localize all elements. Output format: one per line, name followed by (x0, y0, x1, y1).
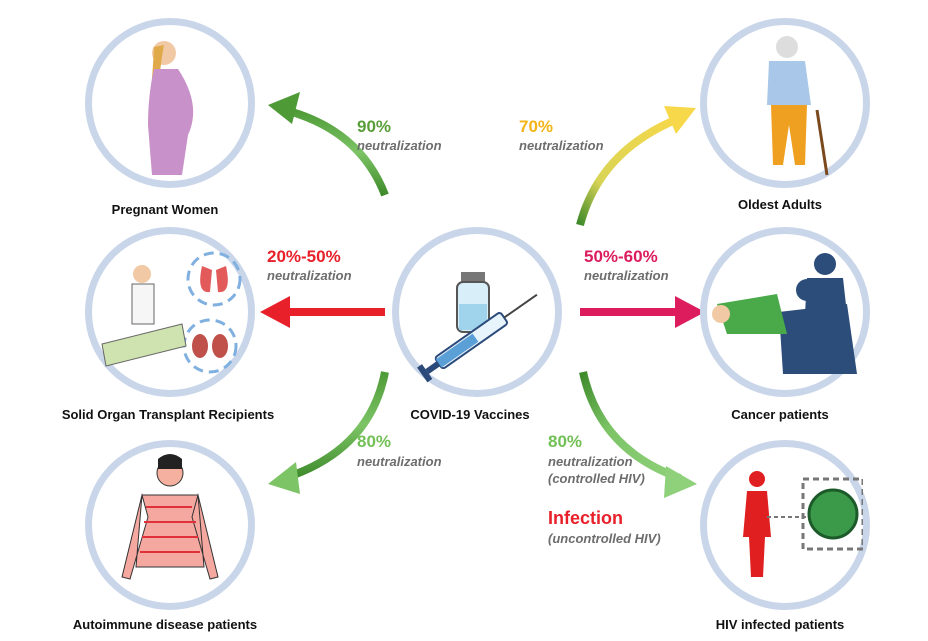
cancer-circle (700, 227, 870, 397)
oldest-label: Oldest Adults (737, 197, 823, 212)
hiv-value: 80% (548, 432, 583, 451)
pregnant-value: 90% (357, 117, 392, 136)
oldest-circle (700, 18, 870, 188)
arrow-to-oldest (576, 106, 696, 227)
transplant-note: neutralization (267, 268, 352, 283)
hiv-note: neutralization (548, 454, 633, 469)
hiv-label: HIV infected patients (715, 617, 845, 632)
elderly-person-icon (767, 36, 829, 176)
oldest-value: 70% (519, 117, 554, 136)
vaccine-label: COVID-19 Vaccines (410, 407, 530, 422)
hiv-note-uncontrolled: (uncontrolled HIV) (548, 531, 661, 546)
organ-transplant-icon (101, 251, 242, 374)
arrow-to-cancer (580, 296, 705, 328)
autoimmune-value: 80% (357, 432, 392, 451)
pregnant-woman-icon (148, 41, 194, 175)
pregnant-note: neutralization (357, 138, 442, 153)
syringe-vial-icon (417, 272, 538, 383)
cancer-note: neutralization (584, 268, 669, 283)
pregnant-label: Pregnant Women (111, 202, 219, 217)
hiv-infection-label: Infection (548, 508, 623, 528)
arrow-to-hiv (579, 371, 697, 498)
cancer-value: 50%-60% (584, 247, 658, 266)
hiv-note-controlled: (controlled HIV) (548, 471, 645, 486)
autoimmune-label: Autoimmune disease patients (72, 617, 258, 632)
oldest-note: neutralization (519, 138, 604, 153)
autoimmune-body-icon (121, 454, 219, 580)
vaccine-circle (392, 227, 562, 397)
transplant-value: 20%-50% (267, 247, 341, 266)
cancer-treatment-icon (712, 253, 857, 374)
hiv-virus-icon (743, 471, 863, 577)
arrow-to-pregnant (268, 92, 389, 197)
arrow-to-autoimmune (268, 371, 389, 494)
transplant-label: Solid Organ Transplant Recipients (61, 407, 275, 422)
autoimmune-circle (85, 440, 255, 610)
cancer-label: Cancer patients (731, 407, 829, 422)
pregnant-circle (85, 18, 255, 188)
transplant-circle (85, 227, 255, 397)
autoimmune-note: neutralization (357, 454, 442, 469)
arrow-to-transplant (260, 296, 385, 328)
hiv-circle (700, 440, 870, 610)
